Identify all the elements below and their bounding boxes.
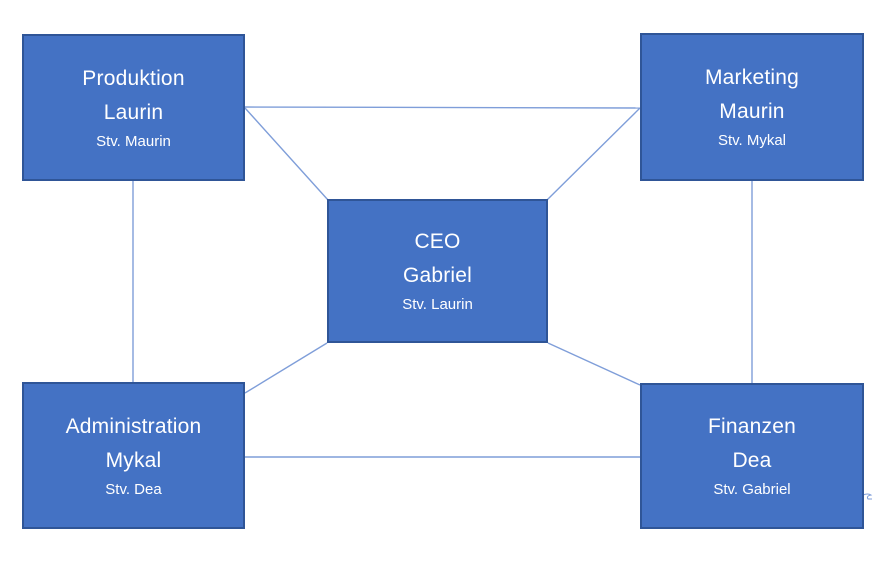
node-marketing-person: Maurin [719, 100, 785, 123]
connector-produktion-marketing [244, 106, 641, 109]
node-marketing[interactable]: Marketing Maurin Stv. Mykal [640, 33, 864, 181]
node-finanzen-title: Finanzen [708, 415, 796, 438]
node-ceo-title: CEO [414, 230, 461, 253]
node-administration-deputy: Stv. Dea [105, 480, 162, 498]
node-produktion[interactable]: Produktion Laurin Stv. Maurin [22, 34, 245, 181]
node-produktion-person: Laurin [103, 100, 164, 124]
stray-squiggle-mark [862, 493, 873, 500]
connector-produktion-ceo [244, 107, 329, 201]
node-administration[interactable]: Administration Mykal Stv. Dea [22, 382, 245, 529]
connector-ceo-finanzen [547, 342, 641, 386]
node-finanzen-person: Dea [732, 449, 772, 472]
node-finanzen[interactable]: Finanzen Dea Stv. Gabriel [640, 383, 864, 529]
node-administration-title: Administration [65, 414, 202, 438]
connector-ceo-administration [244, 342, 328, 394]
node-marketing-deputy: Stv. Mykal [717, 132, 787, 149]
node-finanzen-deputy: Stv. Gabriel [713, 481, 791, 498]
node-produktion-title: Produktion [82, 66, 185, 90]
connector-marketing-ceo [546, 107, 641, 201]
node-administration-person: Mykal [105, 448, 162, 472]
node-ceo-deputy: Stv. Laurin [402, 296, 473, 313]
node-produktion-deputy: Stv. Maurin [96, 132, 171, 150]
node-ceo[interactable]: CEO Gabriel Stv. Laurin [327, 199, 548, 343]
node-marketing-title: Marketing [704, 66, 799, 89]
node-ceo-person: Gabriel [402, 264, 473, 287]
